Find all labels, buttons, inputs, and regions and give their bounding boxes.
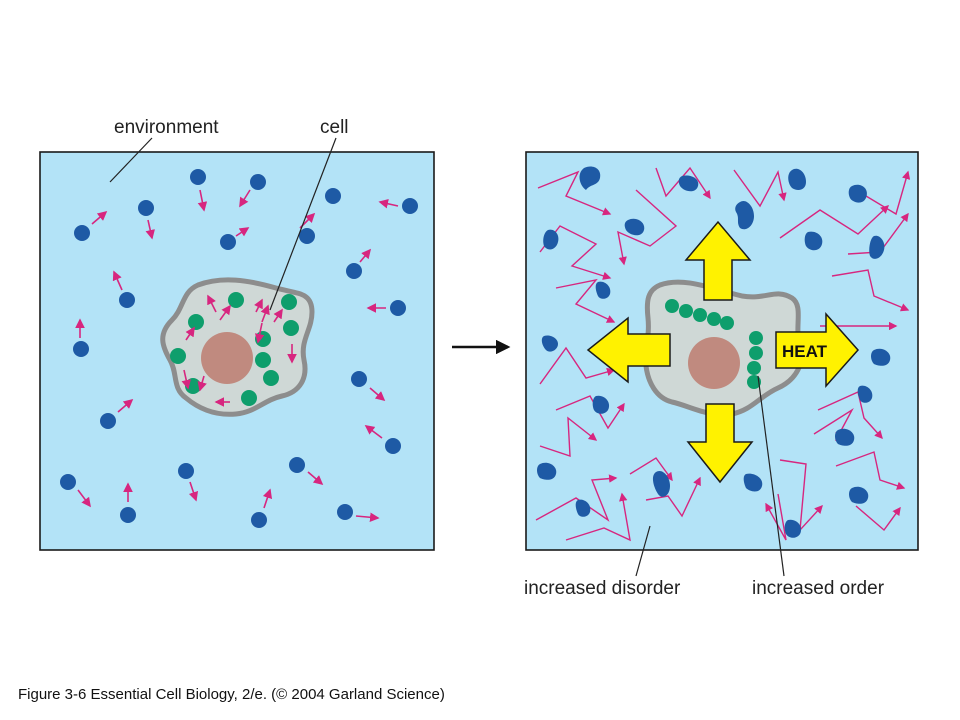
environment-molecules-left — [60, 169, 418, 528]
environment-motion-arrows-left — [75, 189, 399, 523]
scattered-molecules — [537, 166, 891, 538]
order-leader-line — [757, 375, 785, 577]
environment-leader-line — [109, 137, 153, 183]
nucleus-left — [201, 332, 253, 384]
disorder-leader-line — [635, 525, 651, 577]
heat-arrow-right — [775, 312, 860, 388]
cell-leader-line — [269, 137, 337, 311]
heat-label: HEAT — [782, 342, 828, 361]
increased-order-label: increased order — [752, 578, 885, 599]
heat-arrow-left — [586, 316, 671, 384]
increased-disorder-label: increased disorder — [524, 578, 681, 599]
figure-caption: Figure 3-6 Essential Cell Biology, 2/e. … — [18, 686, 445, 703]
right-panel: HEAT increased di — [524, 151, 919, 599]
cell-motion-arrows-left — [181, 294, 297, 407]
heat-arrows — [586, 220, 860, 484]
heat-arrow-up — [684, 220, 752, 301]
cell-label: cell — [320, 117, 349, 138]
nucleus-right — [688, 337, 740, 389]
left-panel: environment cell — [39, 117, 435, 551]
ordered-molecules — [665, 299, 763, 389]
environment-label: environment — [114, 117, 219, 138]
heat-arrow-down — [686, 403, 754, 484]
